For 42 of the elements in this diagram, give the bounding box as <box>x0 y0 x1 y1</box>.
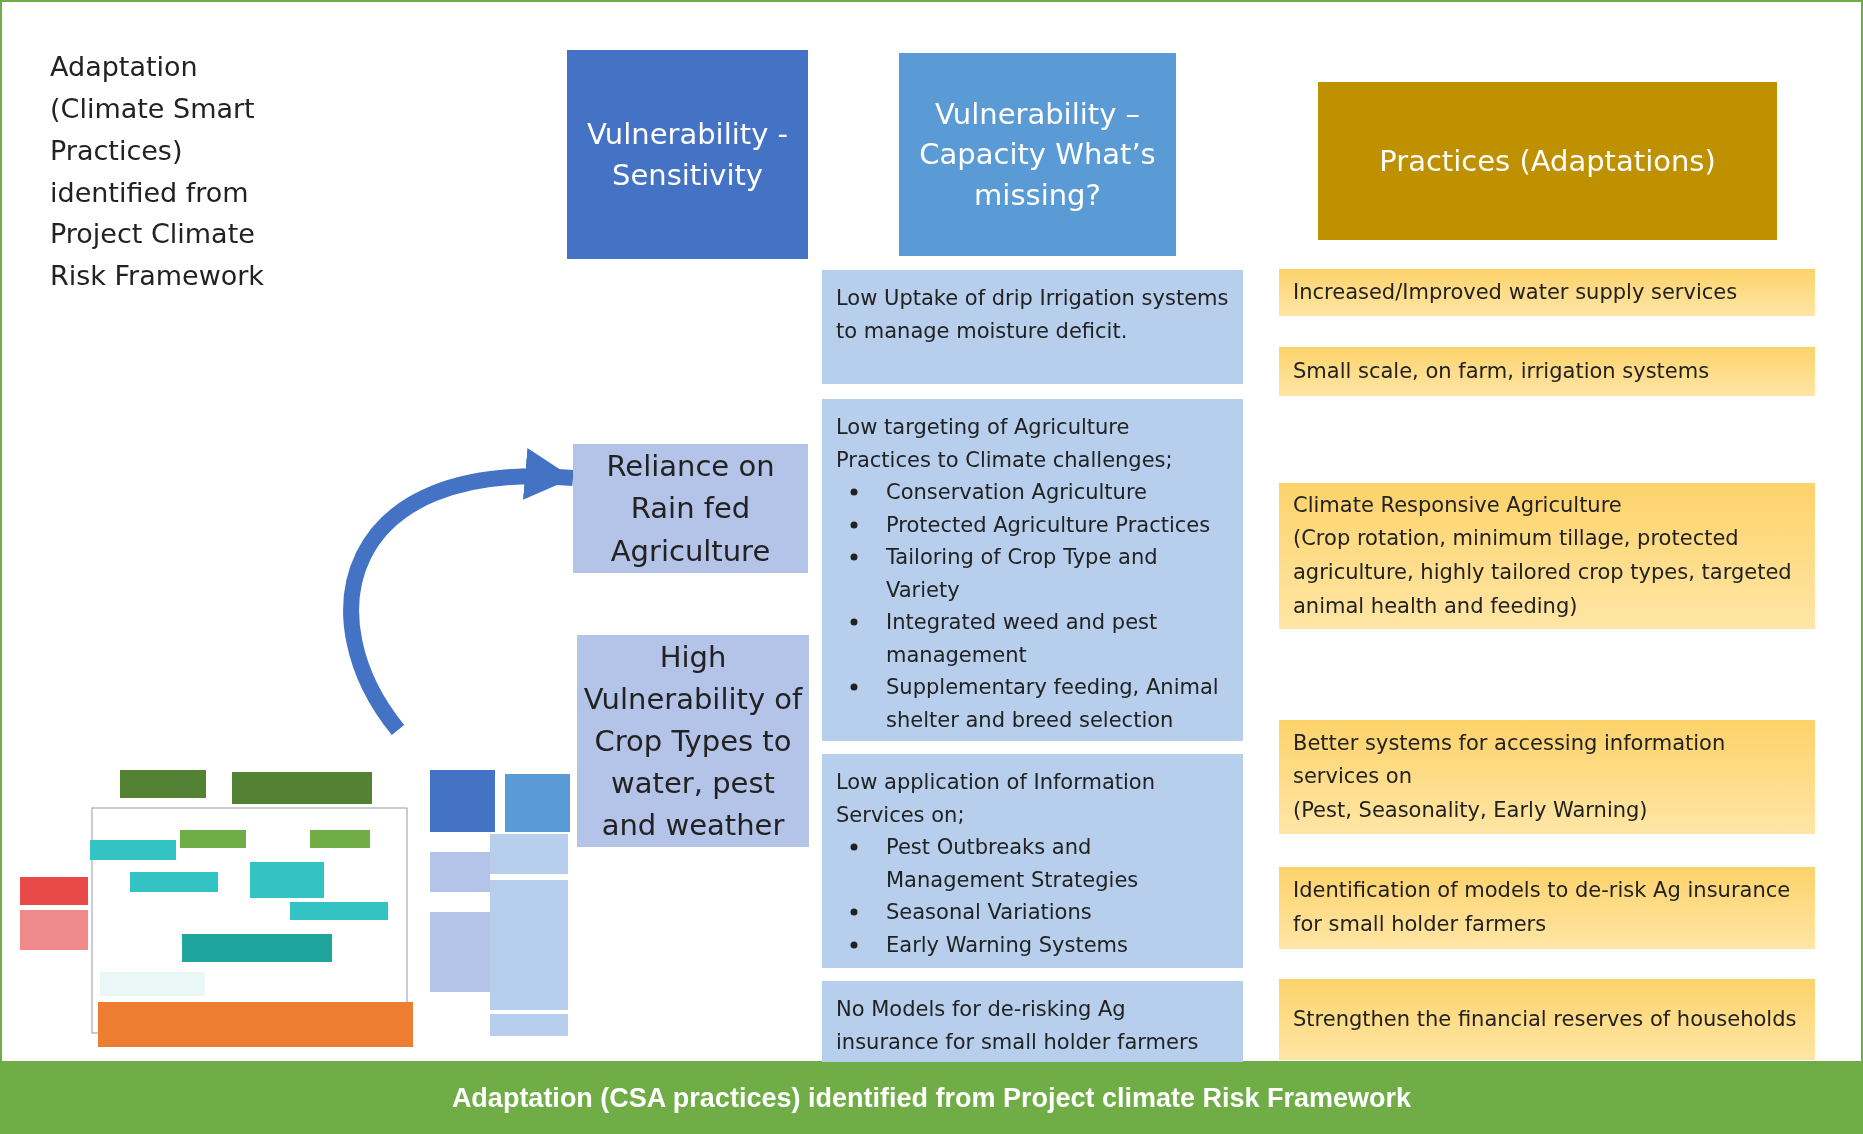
curved-arrow <box>343 450 574 735</box>
gap-text: Low application of Information Services on; <box>836 769 1157 829</box>
practice-box <box>1279 269 1815 316</box>
practice-text: Strengthen the financial reserves of households <box>1293 1005 1798 1033</box>
bullet-text: Early Warning Systems <box>886 931 1128 959</box>
practice-text: (Crop rotation, minimum tillage, protected agriculture, highly tailored crop types, targeted animal health and feeding) <box>1293 525 1793 620</box>
gap-box <box>822 981 1243 1062</box>
bullet-text: Conservation Agriculture <box>886 479 1147 507</box>
practice-box <box>1279 347 1815 396</box>
practice-box <box>1279 483 1815 629</box>
gap-box <box>822 754 1243 968</box>
bullet-text: Integrated weed and pest management <box>886 609 1159 669</box>
caption-banner: Adaptation (CSA practices) identified from Project climate Risk Framework <box>2 1061 1861 1132</box>
practice-text: Identification of models to de-risk Ag insurance for small holder farmers <box>1293 877 1792 938</box>
bullet-text: Pest Outbreaks and Management Strategies <box>886 834 1140 894</box>
gap-text: No Models for de-risking Ag insurance for small holder farmers <box>836 996 1200 1056</box>
title-text: Adaptation (Climate Smart Practices) identified from Project Climate Risk Framework <box>50 50 265 294</box>
bullet-text: Protected Agriculture Practices <box>886 511 1211 539</box>
practice-text: (Pest, Seasonality, Early Warning) <box>1293 796 1649 824</box>
bullet-text: Tailoring of Crop Type and Variety <box>886 544 1159 604</box>
header-box <box>1318 82 1777 240</box>
practice-text: Small scale, on farm, irrigation systems <box>1293 357 1711 385</box>
category-box <box>573 444 808 573</box>
practice-box <box>1279 720 1815 834</box>
header-text: Vulnerability - Sensitivity <box>586 115 789 194</box>
bullet-text: Supplementary feeding, Animal shelter and breed selection <box>886 674 1220 734</box>
practice-text: Increased/Improved water supply services <box>1293 278 1739 306</box>
bullet-text: Seasonal Variations <box>886 899 1092 927</box>
practice-box <box>1279 867 1815 949</box>
practice-box <box>1279 979 1815 1060</box>
category-text: High Vulnerability of Crop Types to water, pest and weather <box>583 638 803 845</box>
header-text: Practices (Adaptations) <box>1379 142 1716 180</box>
header-box <box>899 53 1176 256</box>
gap-text: Low targeting of Agriculture Practices to Climate challenges; <box>836 414 1174 474</box>
practice-text: Better systems for accessing information services on <box>1293 729 1727 791</box>
gap-text: Low Uptake of drip Irrigation systems to manage moisture deficit. <box>836 285 1229 345</box>
gap-box <box>822 270 1243 384</box>
gap-box <box>822 399 1243 741</box>
header-box <box>567 50 808 259</box>
header-text: Vulnerability – Capacity What’s missing? <box>918 95 1157 214</box>
practice-text: Climate Responsive Agriculture <box>1293 491 1623 519</box>
category-text: Reliance on Rain fed Agriculture <box>605 448 776 570</box>
